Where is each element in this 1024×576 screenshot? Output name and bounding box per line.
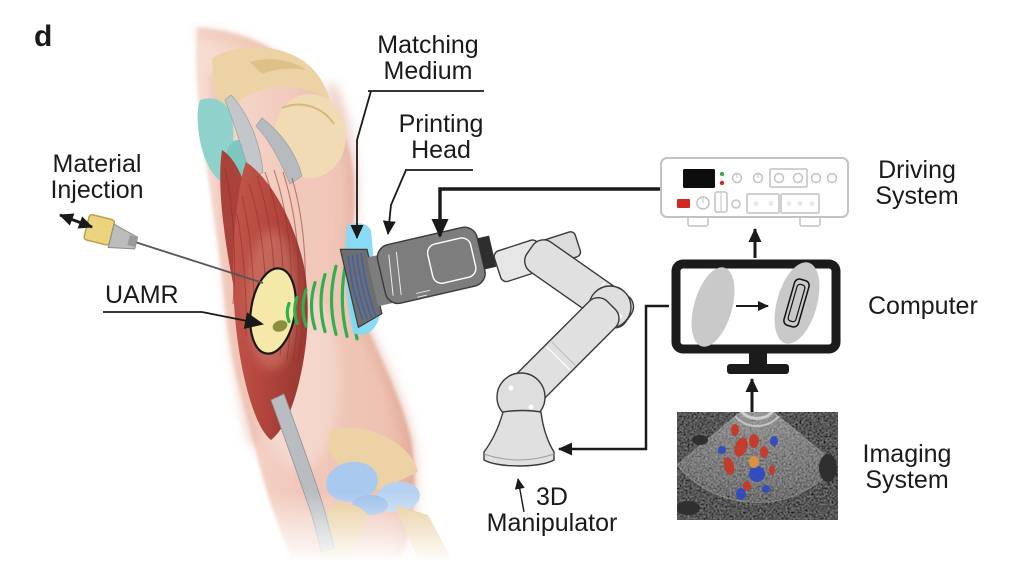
robot-base bbox=[483, 409, 555, 467]
device-display bbox=[683, 169, 715, 188]
manipulator-leader bbox=[514, 478, 525, 513]
printing-head-leader bbox=[382, 169, 407, 235]
driving-system-device bbox=[660, 157, 849, 227]
computer-to-robot-arrow bbox=[558, 304, 669, 456]
ultrasound-doppler-image bbox=[677, 412, 838, 520]
device-indicator-red bbox=[719, 180, 725, 186]
uamr-leader bbox=[201, 311, 264, 330]
connectors bbox=[431, 187, 762, 456]
computer-monitor bbox=[671, 259, 841, 374]
doppler-flow bbox=[723, 424, 775, 491]
drive-cable-arrow bbox=[431, 187, 661, 238]
uamr-target-blob bbox=[272, 320, 288, 332]
imaging-system-label: Imaging System bbox=[862, 440, 952, 494]
syringe-icon bbox=[59, 213, 264, 284]
material-injection-label: Material Injection bbox=[50, 150, 144, 204]
leader-lines bbox=[103, 90, 525, 513]
matching-medium-label: Matching Medium bbox=[377, 31, 479, 85]
injection-motion-arrow-icon bbox=[59, 213, 93, 229]
uamr-label: UAMR bbox=[105, 281, 179, 309]
printing-head-probe bbox=[339, 226, 497, 329]
printing-head-label: Printing Head bbox=[398, 110, 484, 164]
injection-needle bbox=[134, 241, 264, 284]
matching-medium-leader bbox=[350, 90, 372, 239]
device-power-button bbox=[677, 199, 690, 208]
robot-arm-3d-manipulator bbox=[483, 231, 635, 467]
device-indicator-green bbox=[719, 171, 725, 177]
manipulator-label: 3D Manipulator bbox=[486, 483, 618, 537]
panel-label: d bbox=[34, 20, 53, 53]
arm-illustration bbox=[59, 27, 480, 576]
computer-label: Computer bbox=[868, 292, 978, 320]
driving-system-label: Driving System bbox=[875, 156, 959, 210]
monitor-stand bbox=[749, 353, 767, 366]
model-shape bbox=[691, 267, 735, 347]
